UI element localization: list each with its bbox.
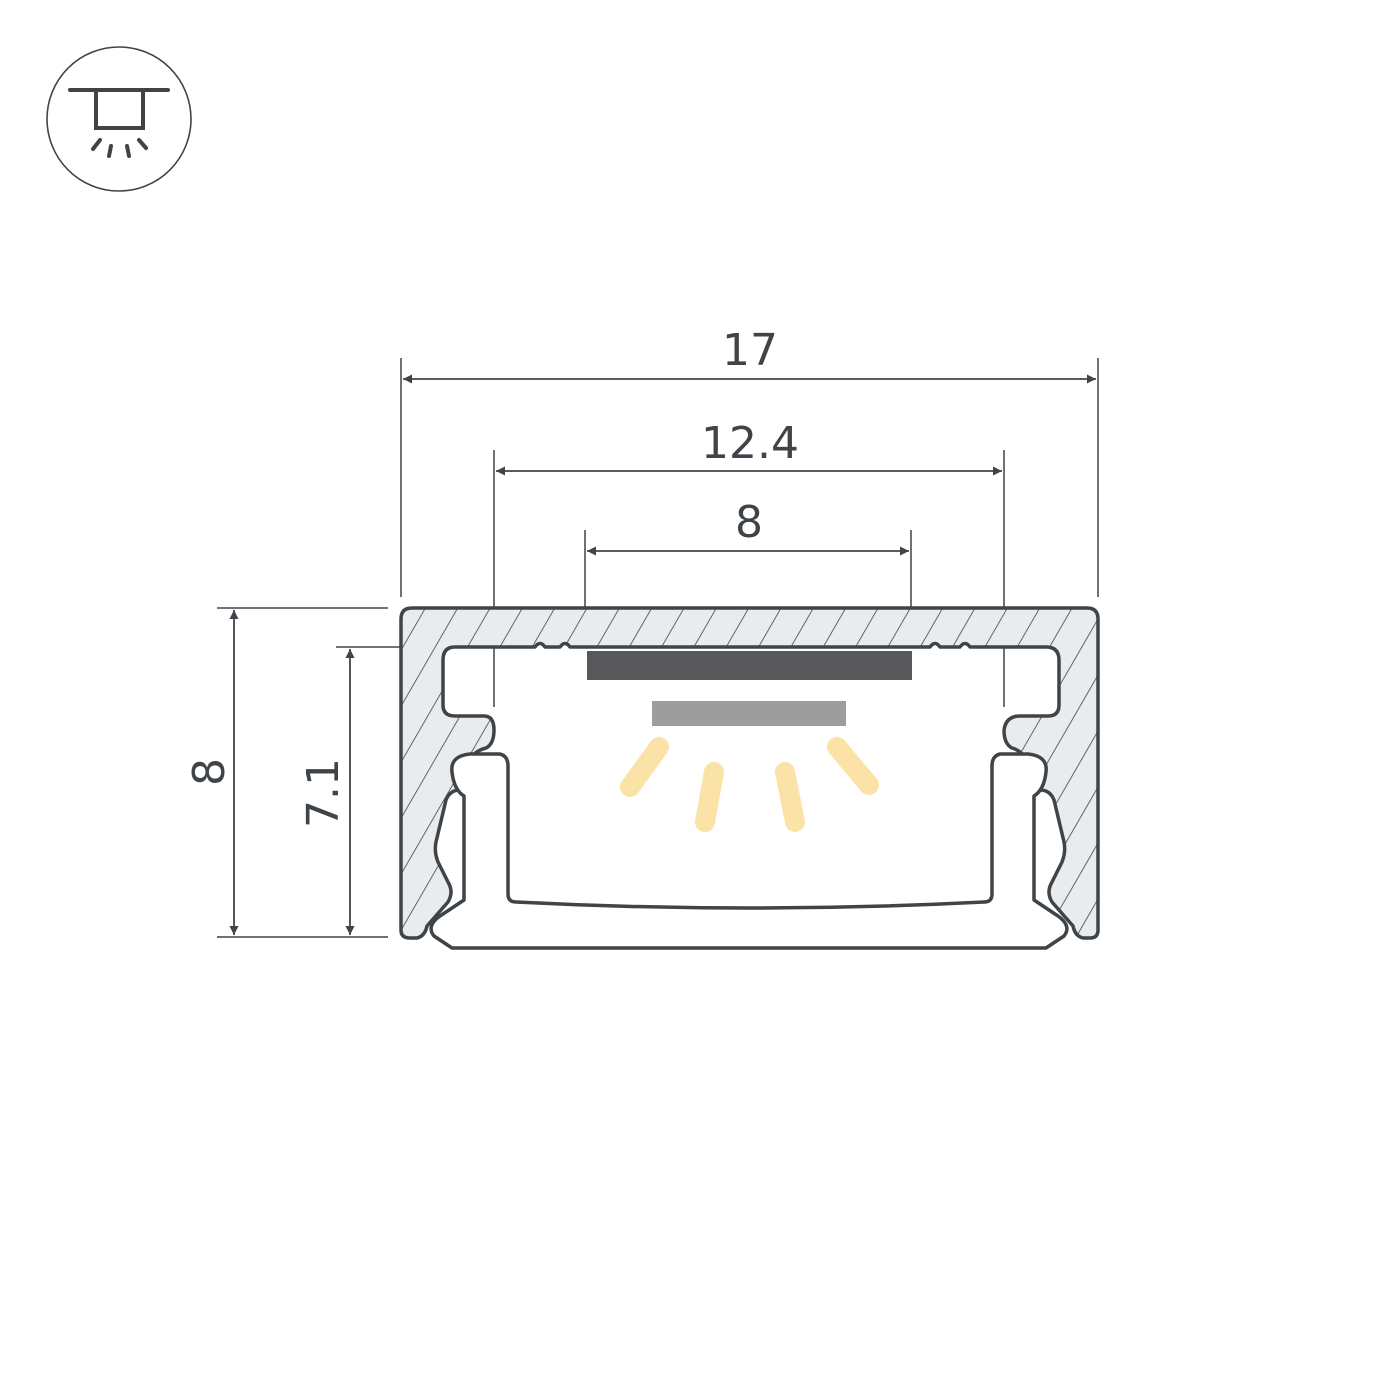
svg-text:12.4: 12.4 (701, 418, 799, 469)
dimension-inner-height: 7.1 (298, 649, 355, 935)
svg-text:8: 8 (735, 497, 763, 548)
dimension-strip-width: 8 (587, 497, 909, 556)
dimension-overall-width: 17 (403, 325, 1096, 384)
led-strip-pcb (587, 651, 912, 680)
dimension-inner-width: 12.4 (496, 418, 1002, 476)
aluminum-profile (399, 606, 1100, 940)
led-chip (652, 701, 846, 726)
svg-text:7.1: 7.1 (298, 758, 349, 828)
diffuser (429, 752, 1069, 950)
surface-mount-light-icon (46, 46, 192, 192)
dimension-overall-height: 8 (184, 610, 239, 935)
light-rays-icon (620, 737, 879, 832)
svg-text:8: 8 (184, 758, 235, 786)
svg-text:17: 17 (722, 325, 778, 376)
